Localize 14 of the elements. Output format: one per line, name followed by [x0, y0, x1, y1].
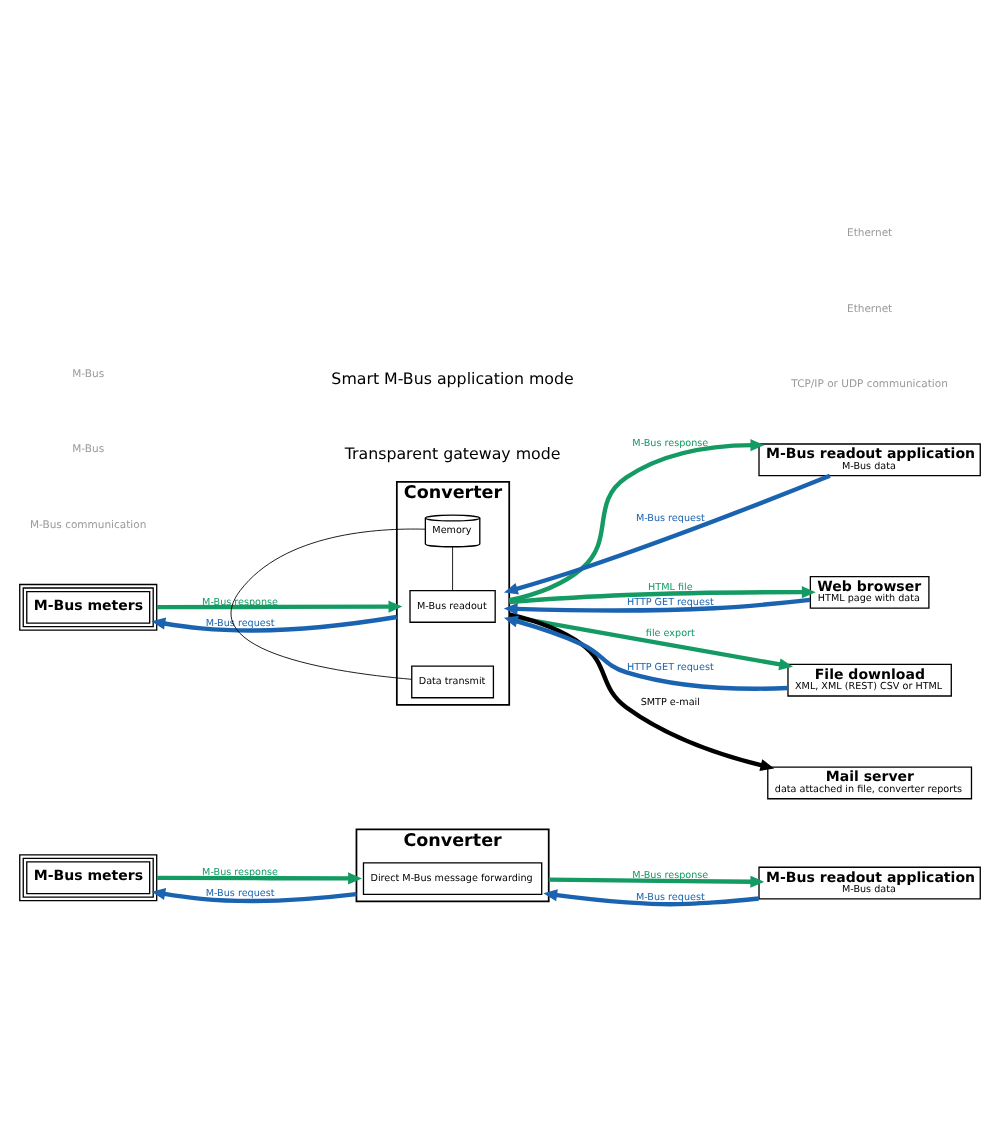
arrow — [509, 585, 816, 604]
arrow — [508, 438, 765, 602]
arrow — [503, 596, 811, 614]
connector — [231, 527, 426, 679]
arrow — [548, 874, 765, 887]
arrow — [508, 611, 775, 771]
arrow — [151, 887, 357, 903]
arrow — [151, 613, 398, 632]
arrow — [156, 599, 403, 612]
arrow — [156, 871, 362, 884]
arrow — [503, 472, 831, 594]
arrow — [543, 888, 759, 906]
connector — [452, 545, 454, 590]
arrow — [503, 614, 788, 690]
